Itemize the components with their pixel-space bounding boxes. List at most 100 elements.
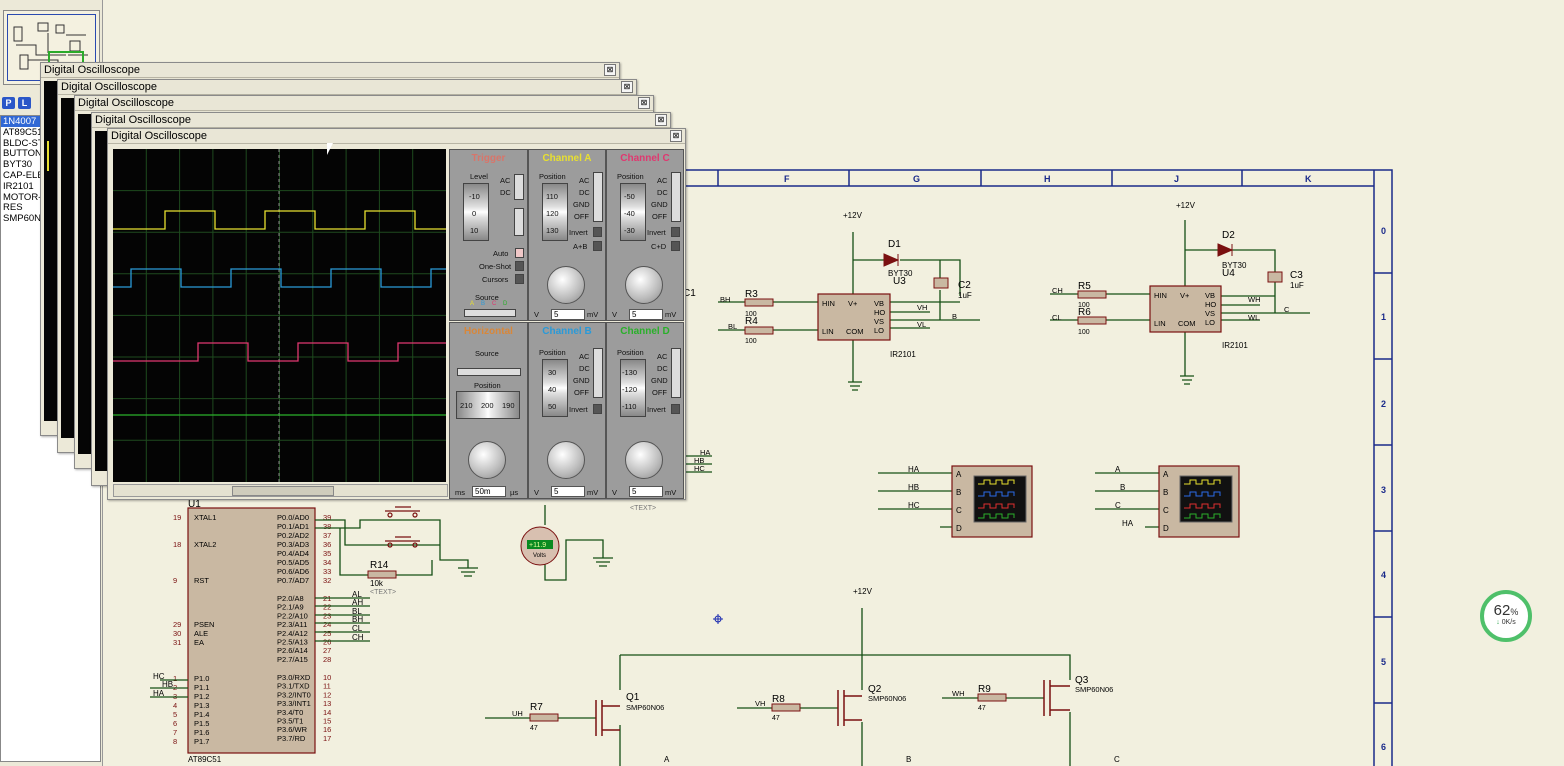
- trigger-level-drum[interactable]: -10 0 10: [463, 183, 489, 241]
- invert-label: Invert: [647, 405, 666, 414]
- pin-label: B: [956, 488, 961, 497]
- channel-a-volts-field[interactable]: 5: [551, 309, 585, 320]
- close-icon[interactable]: ⊠: [638, 97, 650, 109]
- pin-label: P1.5: [194, 719, 209, 728]
- pin-label: P1.4: [194, 710, 209, 719]
- channel-d-coupling-switch[interactable]: [671, 348, 681, 398]
- scope-screen-edge: [44, 81, 59, 421]
- drum-value: 130: [546, 226, 559, 235]
- dc-label: DC: [500, 188, 511, 197]
- ac-label: AC: [500, 176, 511, 185]
- channel-d-volts-knob[interactable]: [625, 441, 663, 479]
- channel-a-volts-knob[interactable]: [547, 266, 585, 304]
- device-item[interactable]: SMP60N06: [3, 213, 52, 224]
- ir2101-driver-1[interactable]: D1 BYT30 U3 C2 1uF IR2101 +12V HIN LIN V…: [683, 211, 980, 382]
- device-item[interactable]: BLDC-STAR: [3, 137, 57, 149]
- channel-d-invert-button[interactable]: [671, 404, 680, 414]
- close-icon[interactable]: ⊠: [670, 130, 682, 142]
- channel-a-invert-button[interactable]: [593, 227, 602, 237]
- column-label: F: [784, 174, 790, 184]
- channel-c-volts-knob[interactable]: [625, 266, 663, 304]
- timebase-field[interactable]: 50m: [472, 486, 506, 497]
- device-item[interactable]: MOTOR-BLDC: [3, 191, 67, 203]
- channel-a-panel: Channel A Position 110 120 130 AC DC GND…: [528, 149, 606, 321]
- net-label: UH: [512, 709, 523, 718]
- scope-probe-2[interactable]: A B C D A B C HA: [1095, 465, 1240, 538]
- pin-number: 17: [323, 734, 331, 743]
- horizontal-source-slider[interactable]: [457, 368, 521, 376]
- channel-b-volts-knob[interactable]: [547, 441, 585, 479]
- scope-probe-1[interactable]: A B C D HA HB HC: [878, 465, 1033, 538]
- gauge-unit: %: [1510, 607, 1519, 617]
- network-speed-gauge[interactable]: 62% ↓ 0K/s: [1480, 590, 1532, 642]
- close-icon[interactable]: ⊠: [604, 64, 616, 76]
- channel-c-position-drum[interactable]: -50 -40 -30: [620, 183, 646, 241]
- r3-value: 100: [745, 311, 757, 318]
- device-item[interactable]: BUTTON: [3, 148, 42, 160]
- mouse-cursor-icon: [327, 143, 333, 155]
- trigger-source-slider[interactable]: [464, 309, 516, 317]
- trigger-edge-switch[interactable]: [514, 208, 524, 236]
- pin-label: C: [1163, 506, 1169, 515]
- pin-label: P2.5/A13: [277, 638, 308, 647]
- unit-label: µs: [510, 488, 519, 497]
- pin-label: P2.3/A11: [277, 620, 307, 629]
- pin-number: 18: [173, 540, 181, 549]
- close-icon[interactable]: ⊠: [655, 114, 667, 126]
- channel-d-position-drum[interactable]: -130 -120 -110: [620, 359, 646, 417]
- d2-part: BYT30: [1222, 261, 1247, 270]
- channel-b-coupling-switch[interactable]: [593, 348, 603, 398]
- pin-number: 1: [173, 674, 177, 683]
- device-item[interactable]: IR2101: [3, 180, 34, 192]
- supply-label: +12V: [843, 211, 863, 220]
- oscilloscope-screen[interactable]: [113, 149, 446, 482]
- library-button[interactable]: L: [18, 97, 31, 109]
- pick-devices-button[interactable]: P: [2, 97, 15, 109]
- horizontal-scrollbar[interactable]: [113, 484, 448, 497]
- invert-label: Invert: [647, 228, 666, 237]
- channel-b-invert-button[interactable]: [593, 404, 602, 414]
- column-label: K: [1305, 174, 1312, 184]
- horizontal-position-drum[interactable]: 210 200 190: [456, 391, 520, 419]
- mosfet-bridge[interactable]: +12V Q1 SMP60N06 Q2 SMP60N06 Q3 SMP60N06…: [485, 587, 1120, 766]
- net-label: C: [1115, 501, 1121, 510]
- pin-number: 28: [323, 655, 331, 664]
- cursors-button[interactable]: [515, 274, 524, 284]
- device-item[interactable]: RES: [3, 202, 23, 214]
- net-label: C: [1284, 305, 1290, 314]
- channel-d-volts-field[interactable]: 5: [629, 486, 663, 497]
- channel-c-combine-button[interactable]: [671, 241, 680, 251]
- push-buttons[interactable]: [385, 506, 420, 548]
- mode-label: DC: [657, 188, 668, 197]
- trigger-coupling-switch[interactable]: [514, 174, 524, 200]
- source-b-label: B: [481, 301, 486, 307]
- auto-button[interactable]: [515, 248, 524, 258]
- channel-c-volts-field[interactable]: 5: [629, 309, 663, 320]
- device-item[interactable]: BYT30: [3, 159, 33, 170]
- device-item[interactable]: CAP-ELEC: [3, 169, 51, 181]
- device-item[interactable]: AT89C51: [3, 126, 43, 138]
- u4-ref: U4: [1222, 268, 1235, 279]
- channel-c-coupling-switch[interactable]: [671, 172, 681, 222]
- close-icon[interactable]: ⊠: [621, 81, 633, 93]
- channel-a-combine-button[interactable]: [593, 241, 602, 251]
- channel-a-position-drum[interactable]: 110 120 130: [542, 183, 568, 241]
- voltmeter[interactable]: +11.9 Volts: [520, 526, 560, 566]
- channel-b-volts-field[interactable]: 5: [551, 486, 585, 497]
- auto-label: Auto: [493, 249, 509, 258]
- one-shot-button[interactable]: [515, 261, 524, 271]
- q2-ref: Q2: [868, 684, 882, 695]
- pin-number: 12: [323, 690, 331, 699]
- ir2101-driver-2[interactable]: D2 BYT30 U4 C3 1uF IR2101 +12V HIN LIN V…: [1050, 201, 1310, 376]
- r14-resistor[interactable]: R14 10k <TEXT>: [367, 560, 397, 596]
- row-label: 4: [1381, 570, 1386, 580]
- channel-a-coupling-switch[interactable]: [593, 172, 603, 222]
- channel-c-invert-button[interactable]: [671, 227, 680, 237]
- channel-b-position-drum[interactable]: 30 40 50: [542, 359, 568, 417]
- timebase-knob[interactable]: [468, 441, 506, 479]
- pin-label: P0.2/AD2: [277, 531, 309, 540]
- r9-ref: R9: [978, 684, 991, 695]
- net-label: WH: [952, 689, 965, 698]
- u1-ref: U1: [188, 499, 201, 510]
